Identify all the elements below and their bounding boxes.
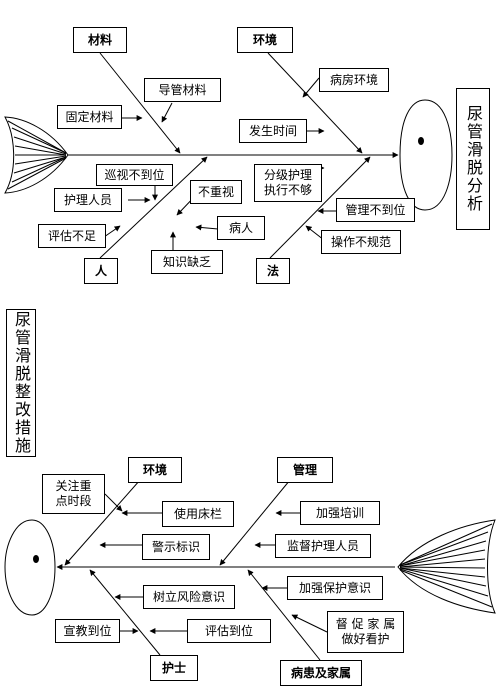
category-management: 管理 [277, 457, 333, 483]
measure-bed-rails: 使用床栏 [162, 501, 234, 527]
category-family: 病患及家属 [280, 660, 362, 686]
cause-patient: 病人 [217, 216, 265, 240]
fish-head-1 [399, 99, 453, 211]
measure-training: 加强培训 [300, 501, 380, 525]
fish-head-2 [4, 519, 56, 616]
cause-operation: 操作不规范 [321, 230, 401, 254]
fish-eye-2 [33, 555, 39, 563]
measure-assessment: 评估到位 [187, 619, 271, 643]
measure-protection: 加强保护意识 [287, 576, 383, 600]
fish-eye-1 [418, 137, 424, 145]
cause-assessment-insufficient: 评估不足 [38, 224, 106, 248]
measure-supervise: 监督护理人员 [275, 534, 371, 558]
category-nurse: 护士 [150, 655, 198, 681]
category-environment-2: 环境 [128, 457, 182, 483]
measure-warning-signs: 警示标识 [142, 534, 210, 560]
category-environment: 环境 [237, 27, 293, 53]
fish-tail-2 [397, 519, 496, 614]
category-people: 人 [84, 258, 118, 284]
measure-family-supervise: 督 促 家 属 做好看护 [327, 611, 404, 653]
measure-education: 宣教到位 [55, 619, 120, 643]
cause-not-valued: 不重视 [190, 180, 242, 204]
cause-insufficient-rounds: 巡视不到位 [96, 164, 173, 186]
cause-nursing-staff: 护理人员 [54, 188, 122, 212]
cause-fixing-material: 固定材料 [57, 105, 122, 129]
measure-risk-awareness: 树立风险意识 [143, 585, 235, 609]
measure-focus-periods: 关注重 点时段 [42, 474, 105, 514]
analysis-title: 尿管滑脱分析 [456, 88, 490, 230]
rectification-title: 尿管滑脱整改措施 [6, 309, 36, 457]
cause-lack-knowledge: 知识缺乏 [151, 250, 223, 274]
cause-guide-material: 导管材料 [144, 78, 221, 102]
cause-graded-care: 分级护理 执行不够 [254, 164, 322, 202]
cause-occurrence-time: 发生时间 [239, 119, 307, 143]
fish-tail-1 [4, 116, 69, 194]
category-method: 法 [256, 258, 290, 284]
cause-management: 管理不到位 [336, 198, 415, 222]
category-materials: 材料 [73, 27, 127, 53]
cause-ward-environment: 病房环境 [319, 68, 389, 92]
